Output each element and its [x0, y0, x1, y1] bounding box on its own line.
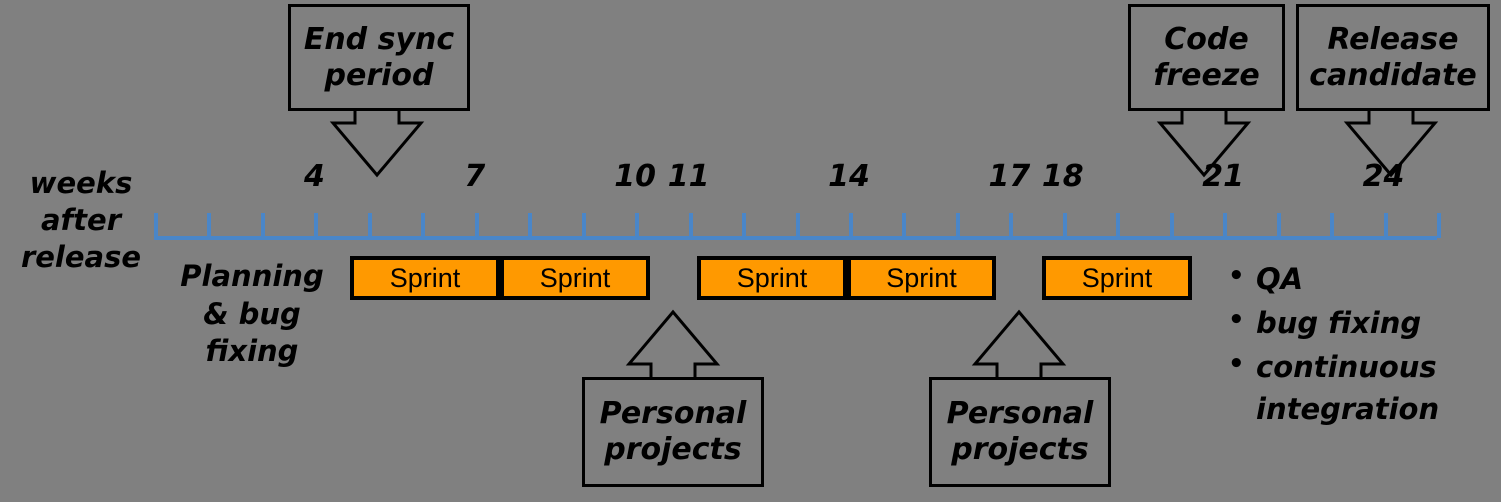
axis-tick [795, 213, 800, 238]
callout-line-2: candidate [1309, 57, 1477, 93]
callout-line-1: Personal [946, 396, 1094, 431]
axis-tick [367, 213, 372, 238]
callout-arrow-down [1343, 111, 1439, 178]
callout-arrow-down [1156, 111, 1252, 178]
axis-tick [902, 213, 907, 238]
axis-tick [1116, 213, 1121, 238]
planning-phase-line-1: Planning [180, 259, 324, 293]
callout-line-2: projects [604, 432, 742, 467]
callout-arrow-down [329, 111, 425, 178]
axis-tick [1330, 213, 1335, 238]
axis-tick [1223, 213, 1228, 238]
axis-tick [635, 213, 640, 238]
axis-tick [421, 213, 426, 238]
axis-caption-line-2: after [40, 203, 122, 238]
axis-tick [581, 213, 586, 238]
axis-tick [260, 213, 265, 238]
axis-tick [742, 213, 747, 238]
sprint-box-2[interactable]: Sprint [500, 256, 650, 300]
axis-tick [528, 213, 533, 238]
week-label-10: 10 [614, 159, 656, 194]
note-item-label: bug fixing [1256, 306, 1422, 341]
note-item-label: continuous integration [1256, 350, 1440, 427]
axis-tick [1169, 213, 1174, 238]
callout-line-2: period [324, 57, 434, 93]
callout-arrow-up [625, 309, 721, 377]
callout-line-1: Code [1164, 21, 1249, 57]
note-item-1: • QA [1228, 258, 1493, 300]
bullet-icon: • [1228, 305, 1245, 336]
axis-tick [1383, 213, 1388, 238]
callout-line-1: End sync [303, 21, 455, 57]
axis-tick [314, 213, 319, 238]
week-label-7: 7 [464, 159, 486, 194]
bullet-icon: • [1228, 349, 1245, 380]
axis-caption-line-3: release [20, 240, 142, 275]
axis-tick [1009, 213, 1014, 238]
week-label-18: 18 [1041, 159, 1084, 194]
axis-tick [955, 213, 960, 238]
axis-tick [688, 213, 693, 238]
callout-line-1: Personal [599, 396, 747, 431]
timeline-axis-line [154, 236, 1437, 240]
sprint-box-4[interactable]: Sprint [847, 256, 996, 300]
week-label-4: 4 [303, 159, 325, 194]
callout-line-2: freeze [1153, 57, 1260, 93]
callout-line-1: Release [1327, 21, 1459, 57]
sprint-box-3[interactable]: Sprint [697, 256, 847, 300]
axis-tick [154, 213, 158, 238]
notes-list: • QA • bug fixing • continuous integration [1228, 258, 1493, 432]
axis-tick [1062, 213, 1067, 238]
sprint-box-5[interactable]: Sprint [1042, 256, 1192, 300]
week-label-17: 17 [988, 159, 1031, 194]
callout-arrow-up [971, 309, 1067, 377]
axis-tick [848, 213, 853, 238]
axis-tick [474, 213, 479, 238]
note-item-2: • bug fixing [1228, 302, 1493, 344]
axis-caption: weeks after release [16, 165, 146, 276]
week-label-14: 14 [828, 159, 870, 194]
sprint-box-1[interactable]: Sprint [350, 256, 500, 300]
axis-tick [1437, 213, 1441, 238]
planning-phase-label: Planning & bug fixing [152, 258, 352, 371]
week-label-11: 11 [667, 159, 710, 194]
planning-phase-line-2: & bug fixing [203, 296, 301, 369]
axis-tick [1276, 213, 1281, 238]
callout-line-2: projects [951, 432, 1089, 467]
bullet-icon: • [1228, 261, 1245, 291]
axis-tick [207, 213, 212, 238]
note-item-label: QA [1256, 262, 1304, 296]
axis-caption-line-1: weeks [29, 166, 133, 200]
note-item-3: • continuous integration [1228, 346, 1493, 430]
